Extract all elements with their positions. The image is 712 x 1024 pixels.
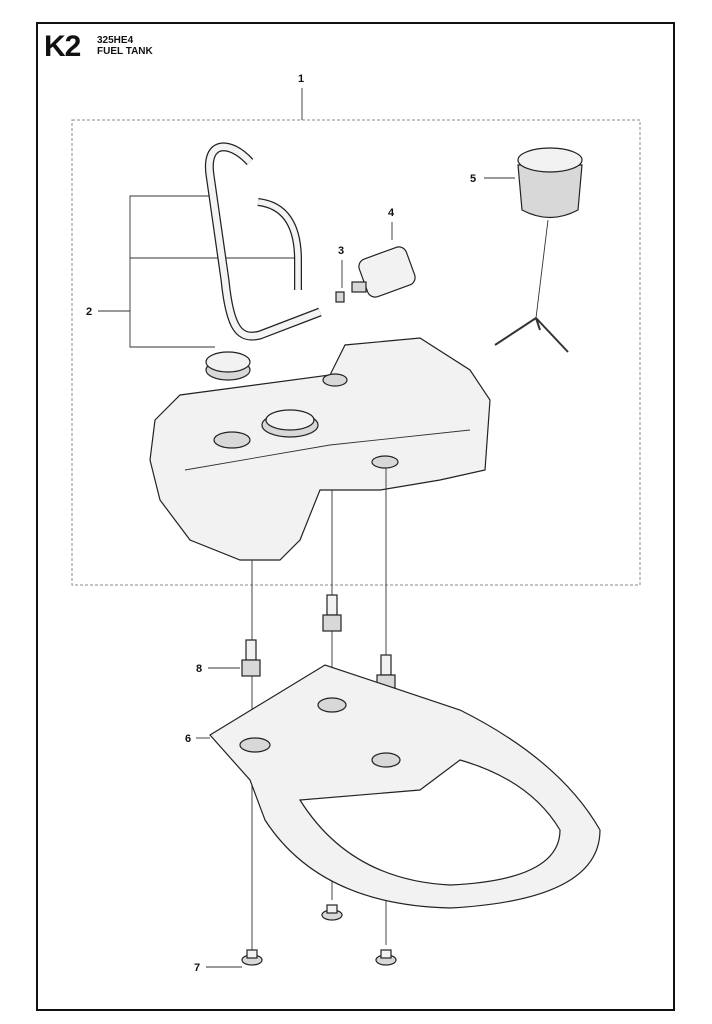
screw xyxy=(241,949,263,966)
callout-7[interactable]: 7 xyxy=(194,962,242,974)
callout-1[interactable]: 1 xyxy=(298,73,304,120)
grommet xyxy=(205,351,251,381)
page-subtitle: 325HE4 FUEL TANK xyxy=(97,35,153,57)
model-name: 325HE4 xyxy=(97,35,134,46)
svg-text:4: 4 xyxy=(388,207,395,219)
callout-6[interactable]: 6 xyxy=(185,733,210,745)
handle-base xyxy=(209,664,601,909)
screw xyxy=(375,949,397,966)
callout-8[interactable]: 8 xyxy=(196,663,240,675)
svg-text:7: 7 xyxy=(194,962,200,974)
svg-text:5: 5 xyxy=(470,173,476,185)
svg-text:2: 2 xyxy=(86,306,92,318)
fuel-hose xyxy=(204,142,322,341)
svg-text:8: 8 xyxy=(196,663,202,675)
svg-text:6: 6 xyxy=(185,733,191,745)
diagram-frame xyxy=(36,22,675,1011)
clamp xyxy=(335,291,345,303)
spacer xyxy=(322,594,342,632)
callout-4[interactable]: 4 xyxy=(388,207,395,240)
assembly-boundary xyxy=(71,119,641,586)
svg-text:1: 1 xyxy=(298,73,304,85)
section-title: FUEL TANK xyxy=(97,46,153,57)
screw xyxy=(321,904,343,921)
callout-3[interactable]: 3 xyxy=(338,245,344,288)
page-code: K2 xyxy=(44,30,81,63)
svg-text:3: 3 xyxy=(338,245,344,257)
callout-2[interactable]: 2 xyxy=(86,195,298,348)
fuel-tank xyxy=(149,337,491,561)
fuel-filter xyxy=(351,246,416,298)
fuel-cap xyxy=(494,147,583,353)
spacer xyxy=(241,639,261,677)
callout-5[interactable]: 5 xyxy=(470,173,515,185)
